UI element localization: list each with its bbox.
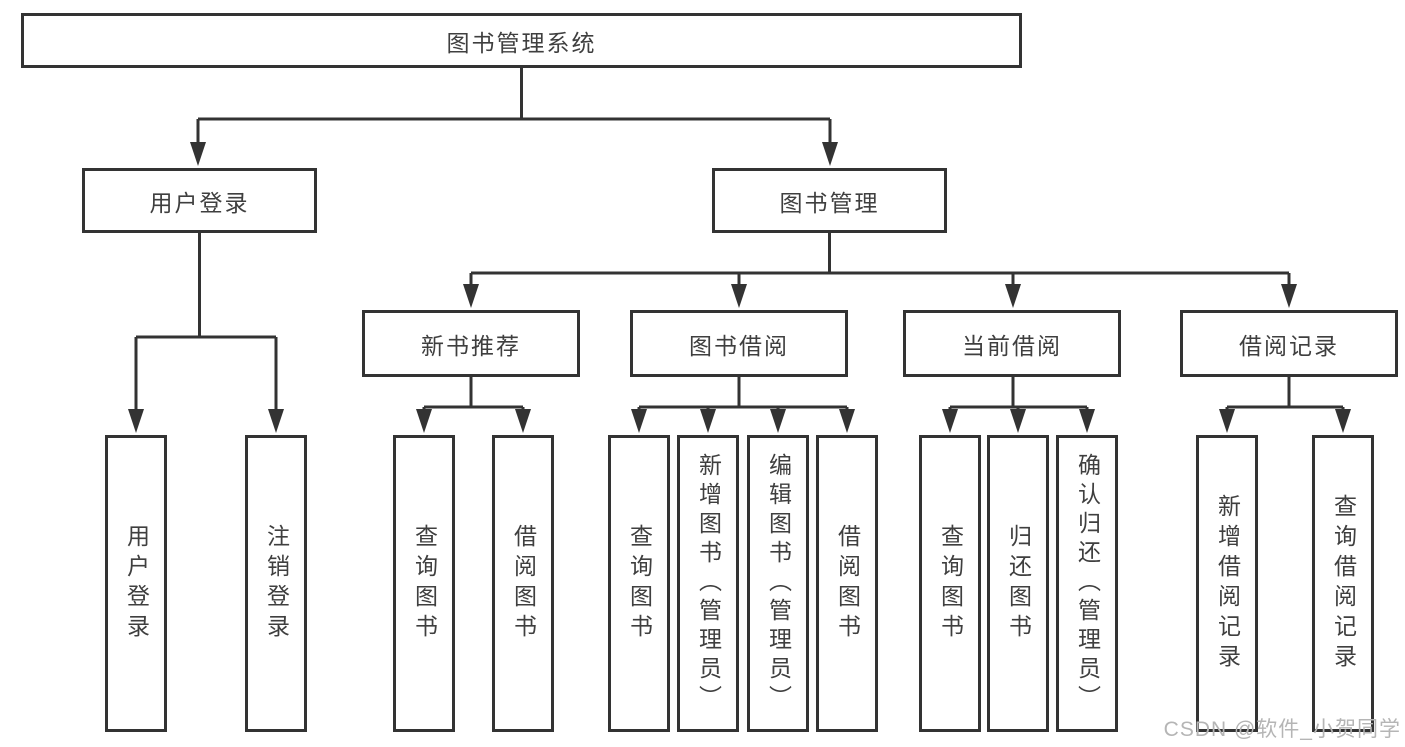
connector-userlogin-stubs bbox=[134, 337, 278, 412]
node-label: 新书推荐 bbox=[421, 332, 521, 359]
arrow-down-icon bbox=[839, 409, 855, 433]
node-book-management: 图书管理 bbox=[712, 168, 947, 233]
node-library-management-system: 图书管理系统 bbox=[21, 13, 1022, 68]
arrow-down-icon bbox=[1005, 284, 1021, 308]
arrow-down-icon bbox=[700, 409, 716, 433]
arrow-down-icon bbox=[1335, 409, 1351, 433]
arrow-down-icon bbox=[463, 284, 479, 308]
leaf-label: 编辑图书（管理员） bbox=[765, 453, 792, 714]
arrow-down-icon bbox=[1219, 409, 1235, 433]
leaf-query-books-borrowing: 查询图书 bbox=[608, 435, 670, 732]
leaf-query-books-recommend: 查询图书 bbox=[393, 435, 455, 732]
node-user-login: 用户登录 bbox=[82, 168, 317, 233]
connector-bookmgmt-stubs bbox=[469, 273, 1291, 287]
leaf-label: 新增借阅记录 bbox=[1214, 493, 1241, 674]
leaf-borrow-books-recommend: 借阅图书 bbox=[492, 435, 554, 732]
arrow-down-icon bbox=[1079, 409, 1095, 433]
node-borrowing-records: 借阅记录 bbox=[1180, 310, 1398, 377]
leaf-label: 新增图书（管理员） bbox=[695, 453, 722, 714]
leaf-confirm-return-admin: 确认归还（管理员） bbox=[1056, 435, 1118, 732]
leaf-borrow-books-borrowing: 借阅图书 bbox=[816, 435, 878, 732]
leaf-edit-books-admin: 编辑图书（管理员） bbox=[747, 435, 809, 732]
node-book-borrowing: 图书借阅 bbox=[630, 310, 848, 377]
leaf-label: 借阅图书 bbox=[834, 523, 861, 644]
leaf-label: 借阅图书 bbox=[510, 523, 537, 644]
arrow-down-icon bbox=[731, 284, 747, 308]
arrow-down-icon bbox=[770, 409, 786, 433]
node-label: 借阅记录 bbox=[1239, 332, 1339, 359]
leaf-label: 查询借阅记录 bbox=[1330, 493, 1357, 674]
arrow-down-icon bbox=[128, 409, 144, 433]
node-new-book-recommendation: 新书推荐 bbox=[362, 310, 580, 377]
node-current-borrowing: 当前借阅 bbox=[903, 310, 1121, 377]
arrow-down-icon bbox=[1281, 284, 1297, 308]
leaf-user-login: 用户登录 bbox=[105, 435, 167, 732]
arrowheads bbox=[128, 142, 1351, 433]
arrow-down-icon bbox=[822, 142, 838, 166]
leaf-label: 查询图书 bbox=[626, 523, 653, 644]
leaf-label: 注销登录 bbox=[263, 523, 290, 644]
leaf-add-borrowing-record: 新增借阅记录 bbox=[1196, 435, 1258, 732]
arrow-down-icon bbox=[416, 409, 432, 433]
arrow-down-icon bbox=[268, 409, 284, 433]
arrow-down-icon bbox=[1010, 409, 1026, 433]
csdn-watermark: CSDN @软件_小贺同学 bbox=[1163, 718, 1401, 741]
leaf-return-books: 归还图书 bbox=[987, 435, 1049, 732]
node-label: 图书借阅 bbox=[689, 332, 789, 359]
leaf-query-books-current: 查询图书 bbox=[919, 435, 981, 732]
arrow-down-icon bbox=[515, 409, 531, 433]
node-label: 图书管理系统 bbox=[446, 29, 597, 56]
leaf-label: 确认归还（管理员） bbox=[1074, 453, 1101, 714]
node-label: 图书管理 bbox=[779, 189, 880, 216]
leaf-query-borrowing-record: 查询借阅记录 bbox=[1312, 435, 1374, 732]
leaf-label: 查询图书 bbox=[411, 523, 438, 644]
leaf-add-books-admin: 新增图书（管理员） bbox=[677, 435, 739, 732]
arrow-down-icon bbox=[631, 409, 647, 433]
node-label: 用户登录 bbox=[149, 189, 250, 216]
leaf-label: 查询图书 bbox=[937, 523, 964, 644]
arrow-down-icon bbox=[942, 409, 958, 433]
arrow-down-icon bbox=[190, 142, 206, 166]
leaf-label: 用户登录 bbox=[123, 523, 150, 644]
leaf-logout: 注销登录 bbox=[245, 435, 307, 732]
leaf-label: 归还图书 bbox=[1005, 523, 1032, 644]
node-label: 当前借阅 bbox=[962, 332, 1062, 359]
